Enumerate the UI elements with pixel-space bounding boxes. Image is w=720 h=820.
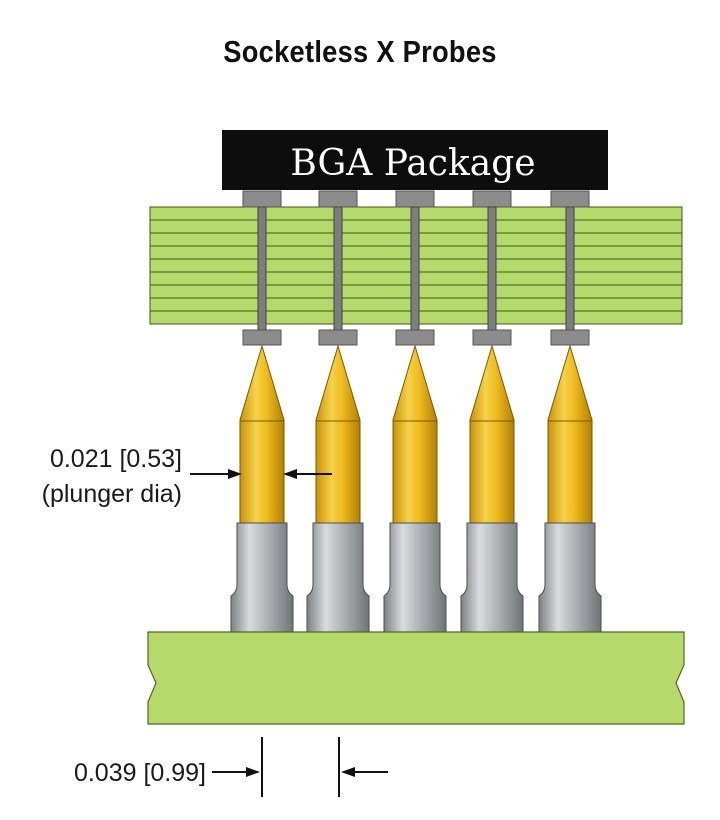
plunger: [469, 344, 515, 526]
package-pad: [318, 190, 358, 208]
package-pad: [395, 190, 435, 208]
barrel: [306, 522, 370, 633]
probe: [230, 190, 294, 633]
contact-pad: [550, 329, 590, 346]
interposer-via: [410, 206, 420, 333]
package-pad: [550, 190, 590, 208]
probe-array: [230, 190, 602, 633]
bga-package-label: BGA Package: [290, 143, 535, 184]
barrel: [383, 522, 447, 633]
package-pad: [472, 190, 512, 208]
contact-pad: [318, 329, 358, 346]
plunger-dim-arrowhead-right: [283, 469, 297, 479]
bga-package: [222, 130, 608, 190]
probe: [460, 190, 524, 633]
interposer-via: [257, 206, 267, 333]
barrel: [460, 522, 524, 633]
plunger: [547, 344, 593, 526]
contact-pad: [395, 329, 435, 346]
pitch-dim-value: 0.039 [0.99]: [74, 759, 206, 787]
plunger: [239, 344, 285, 526]
barrel: [538, 522, 602, 633]
plunger-dim-note: (plunger dia): [42, 480, 182, 508]
pitch-dim-arrowhead-right: [341, 767, 355, 777]
package-pad: [242, 190, 282, 208]
interposer-via: [565, 206, 575, 333]
pitch-dimension: 0.039 [0.99]: [74, 737, 388, 797]
probe: [538, 190, 602, 633]
interposer-via: [487, 206, 497, 333]
diagram-title: Socketless X Probes: [223, 34, 497, 69]
plunger-dim-arrowhead-left: [228, 469, 242, 479]
contact-pad: [242, 329, 282, 346]
contact-pad: [472, 329, 512, 346]
plunger: [315, 344, 361, 526]
plunger-dim-value: 0.021 [0.53]: [50, 445, 182, 473]
pitch-dim-arrowhead-left: [246, 767, 260, 777]
probe: [306, 190, 370, 633]
pcb-board: [147, 631, 685, 725]
barrel: [230, 522, 294, 633]
interposer-via: [333, 206, 343, 333]
plunger: [392, 344, 438, 526]
plunger-diameter-dimension: 0.021 [0.53] (plunger dia): [42, 445, 332, 508]
